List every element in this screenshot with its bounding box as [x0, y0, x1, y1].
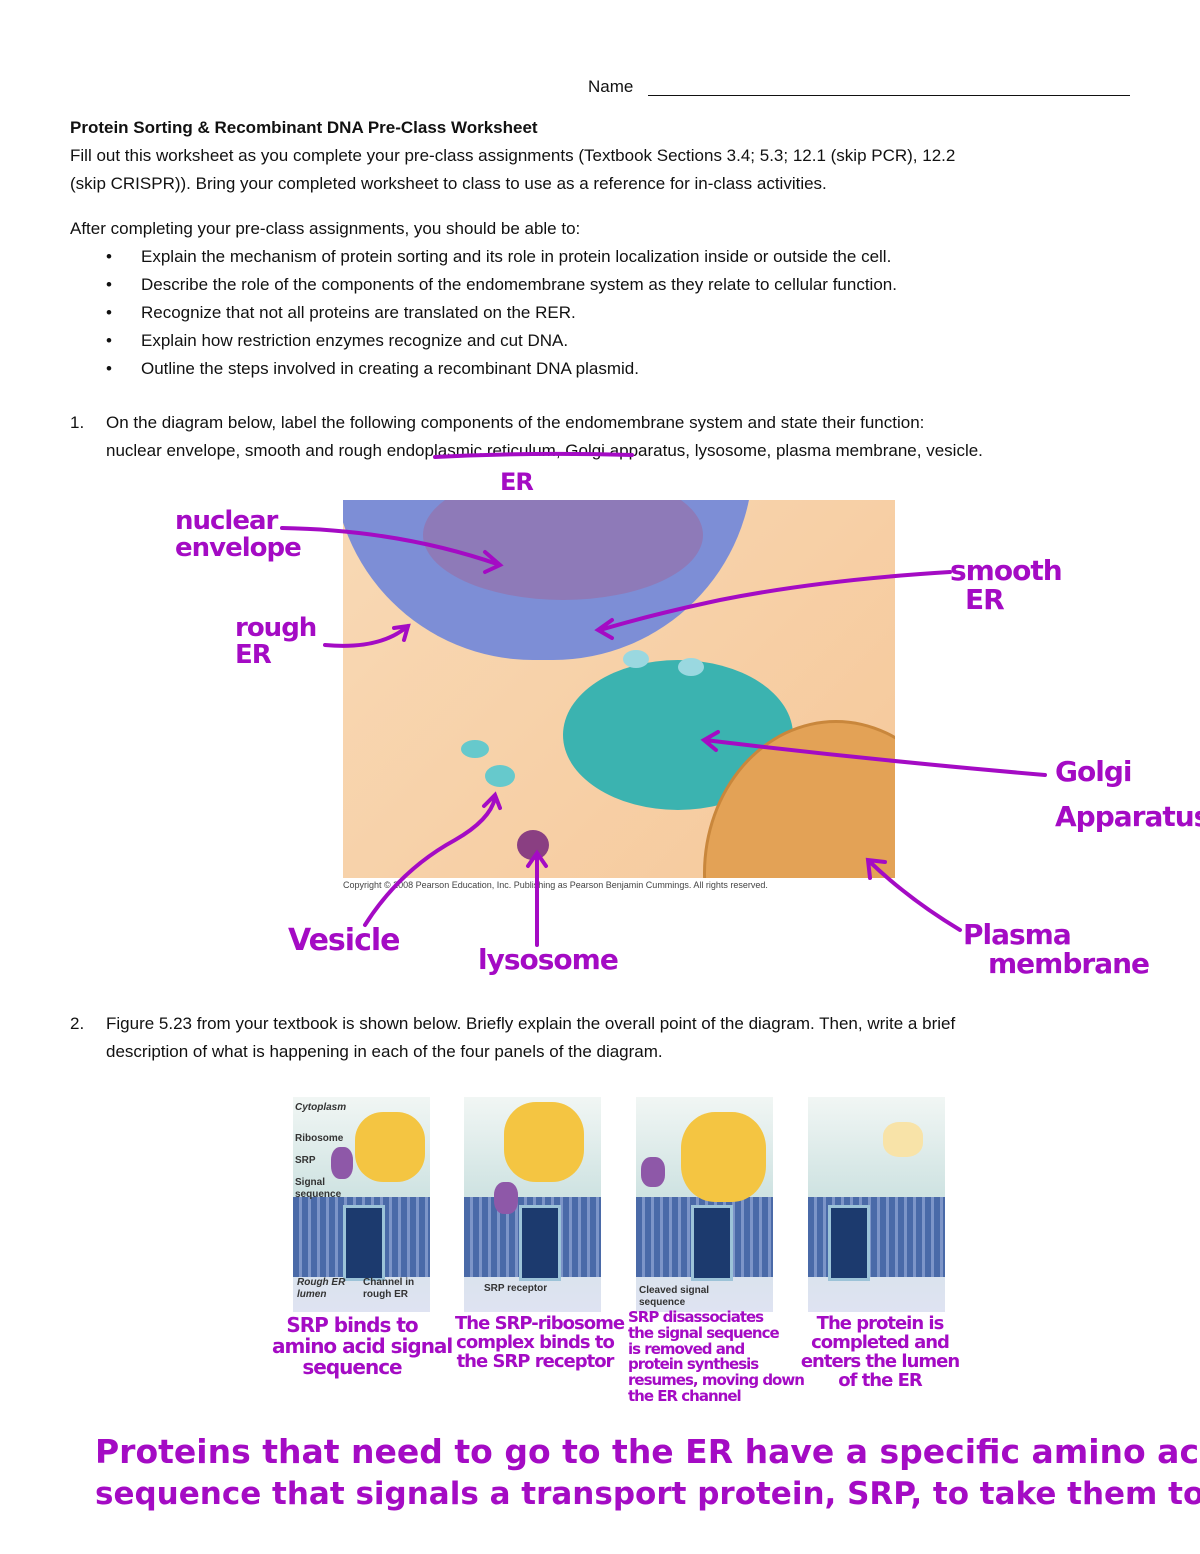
- bullet: •: [106, 303, 112, 322]
- er-channel: [343, 1205, 385, 1281]
- question-2-text: Figure 5.23 from your textbook is shown …: [106, 1014, 956, 1033]
- figure-label: Channel in rough ER: [363, 1277, 415, 1300]
- figure-label: SRP: [295, 1155, 316, 1166]
- name-field-line[interactable]: [648, 95, 1130, 96]
- intro-line: (skip CRISPR)). Bring your completed wor…: [70, 174, 827, 193]
- figure-label: Cleaved signal sequence: [639, 1285, 710, 1308]
- figure-panel-1: Cytoplasm Ribosome SRP Signal sequence R…: [293, 1097, 430, 1312]
- ribosome: [681, 1112, 766, 1202]
- figure-panel-2: SRP receptor: [464, 1097, 601, 1312]
- er-channel: [691, 1205, 733, 1281]
- bullet: •: [106, 331, 112, 350]
- copyright: Copyright © 2008 Pearson Education, Inc.…: [343, 880, 768, 890]
- name-label: Name: [588, 77, 634, 96]
- question-1-text: nuclear envelope, smooth and rough endop…: [106, 441, 983, 460]
- question-1-text: On the diagram below, label the followin…: [106, 413, 925, 432]
- figure-panel-3: Cleaved signal sequence: [636, 1097, 773, 1312]
- srp: [494, 1182, 518, 1214]
- objective-item: Describe the role of the components of t…: [141, 275, 897, 294]
- question-number: 2.: [70, 1014, 85, 1033]
- srp: [331, 1147, 353, 1179]
- transport-vesicle: [623, 650, 649, 668]
- question-number: 1.: [70, 413, 85, 432]
- ribosome: [504, 1102, 584, 1182]
- endomembrane-diagram: [343, 500, 895, 878]
- handwritten-label-vesicle: Vesicle: [288, 923, 400, 958]
- figure-label: Cytoplasm: [295, 1102, 347, 1113]
- objectives-intro: After completing your pre-class assignme…: [70, 219, 581, 238]
- lysosome: [517, 830, 549, 860]
- vesicle: [461, 740, 489, 758]
- er-channel: [519, 1205, 561, 1281]
- figure-panel-4: [808, 1097, 945, 1312]
- figure-label: Rough ER lumen: [297, 1277, 346, 1300]
- ribosome: [883, 1122, 923, 1157]
- bullet: •: [106, 247, 112, 266]
- handwritten-answer: Proteins that need to go to the ER have …: [95, 1432, 1200, 1512]
- bullet: •: [106, 275, 112, 294]
- figure-label: Signal sequence: [295, 1177, 342, 1200]
- er-channel: [828, 1205, 870, 1281]
- question-2-text: description of what is happening in each…: [106, 1042, 663, 1061]
- objective-item: Explain the mechanism of protein sorting…: [141, 247, 892, 266]
- transport-vesicle: [678, 658, 704, 676]
- handwritten-label-lysosome: lysosome: [478, 943, 619, 976]
- handwritten-label-er: ER: [500, 468, 534, 496]
- objective-item: Outline the steps involved in creating a…: [141, 359, 639, 378]
- figure-label: SRP receptor: [484, 1283, 548, 1294]
- objective-item: Explain how restriction enzymes recogniz…: [141, 331, 569, 350]
- objective-item: Recognize that not all proteins are tran…: [141, 303, 576, 322]
- ribosome: [355, 1112, 425, 1182]
- vesicle: [485, 765, 515, 787]
- figure-label: Ribosome: [295, 1133, 344, 1144]
- srp: [641, 1157, 665, 1187]
- intro-line: Fill out this worksheet as you complete …: [70, 146, 956, 165]
- worksheet-title: Protein Sorting & Recombinant DNA Pre-Cl…: [70, 118, 538, 137]
- bullet: •: [106, 359, 112, 378]
